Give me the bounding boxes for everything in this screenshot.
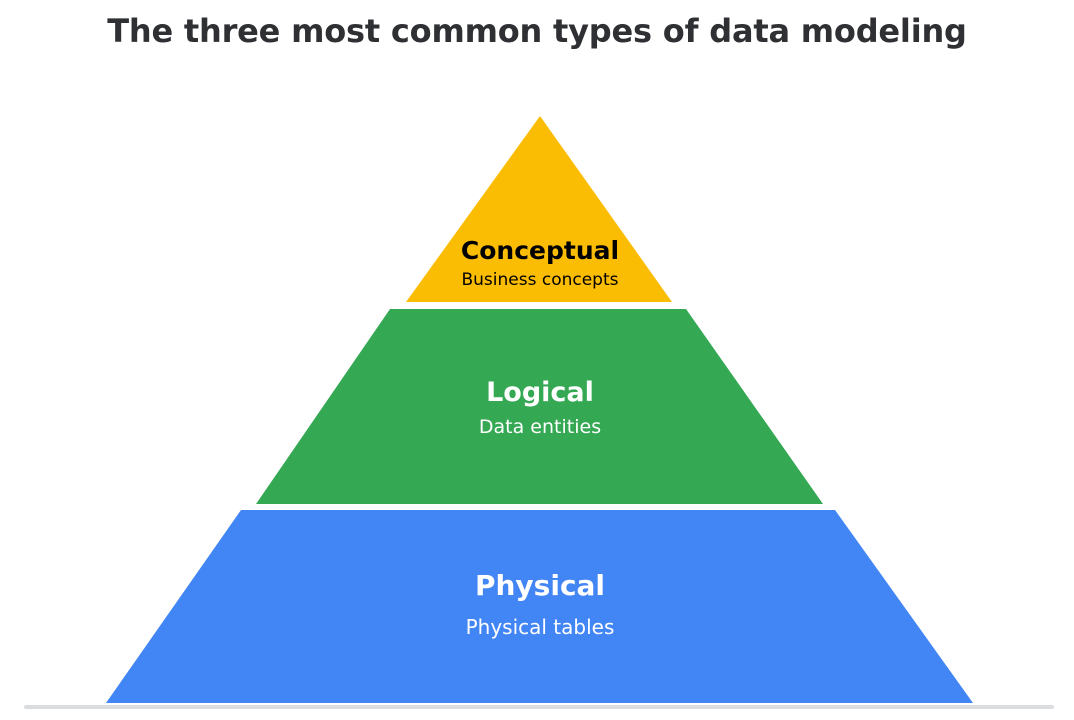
- tier-logical-description: Data entities: [479, 416, 601, 438]
- tier-physical-label: Physical: [475, 569, 605, 602]
- tier-logical-label: Logical: [486, 377, 594, 408]
- baseline-divider: [24, 705, 1054, 709]
- tier-conceptual-shape: [406, 116, 672, 302]
- tier-physical-description: Physical tables: [466, 615, 615, 639]
- tier-logical-shape: [256, 309, 823, 504]
- tier-conceptual-label: Conceptual: [461, 236, 619, 265]
- page-title: The three most common types of data mode…: [107, 12, 967, 50]
- tier-physical-shape: [106, 510, 973, 703]
- tier-conceptual-description: Business concepts: [461, 270, 618, 290]
